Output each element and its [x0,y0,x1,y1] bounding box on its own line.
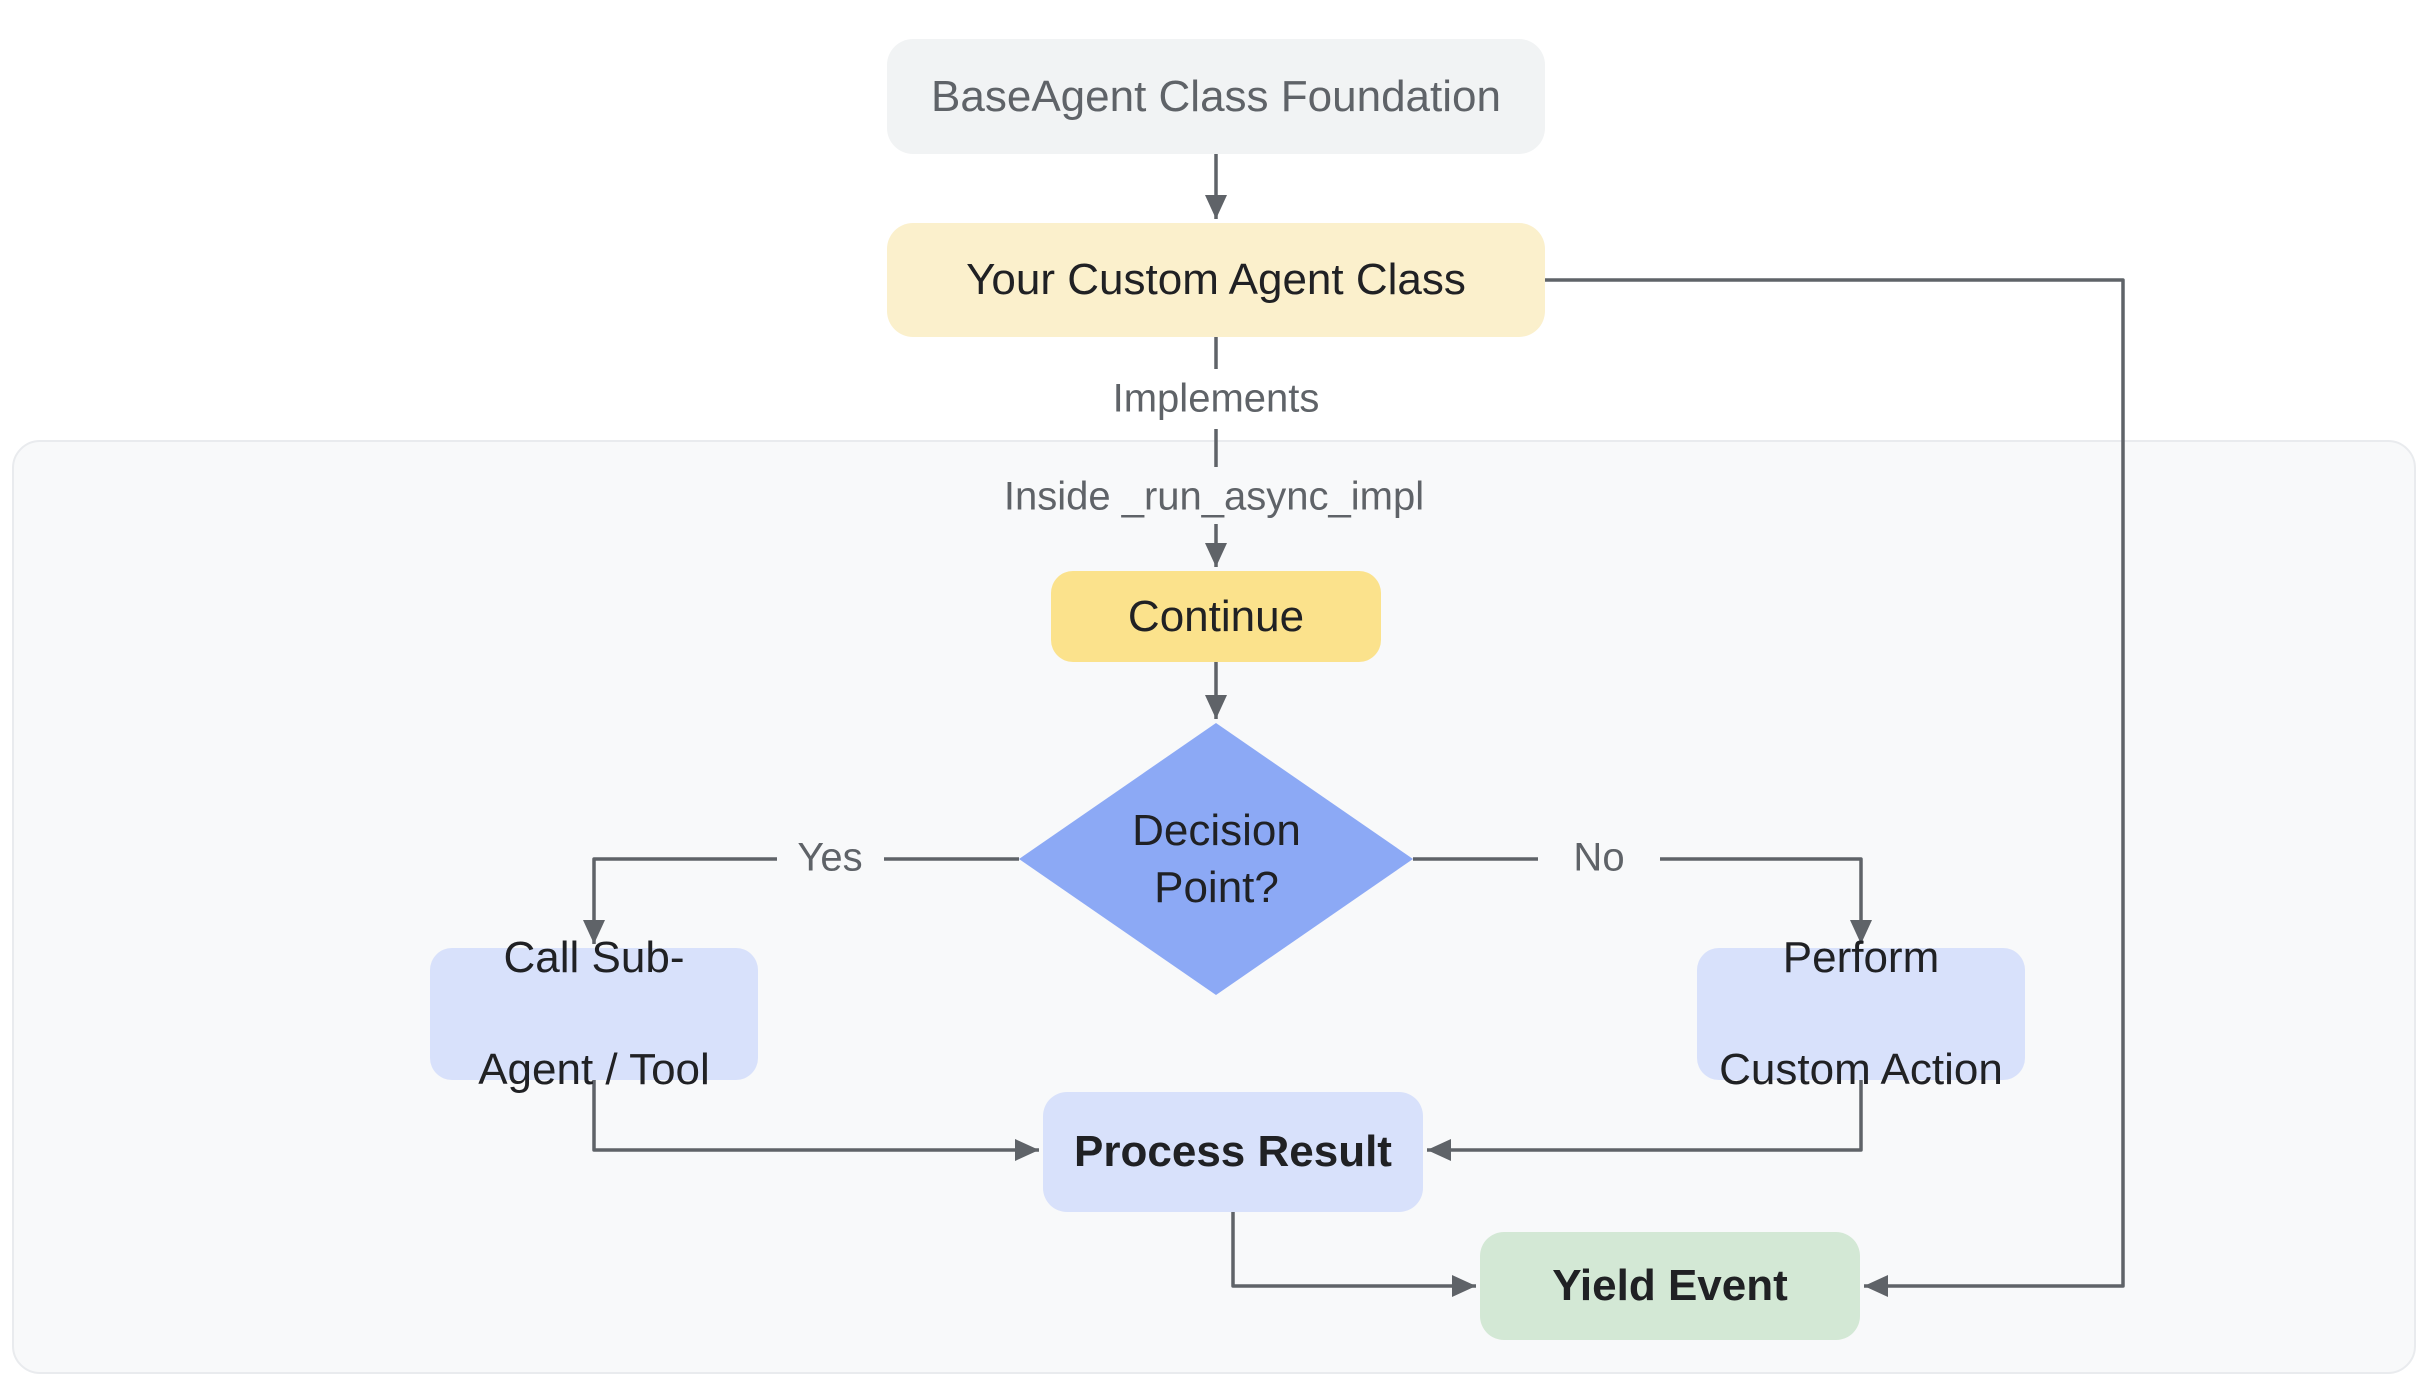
decision-diamond-shape [1019,723,1413,995]
edge-process-to-yield [1231,1212,1476,1297]
node-process-result: Process Result [1043,1092,1423,1212]
perform-custom-action-label: Perform Custom Action [1719,930,2003,1098]
call-sub-agent-label: Call Sub- Agent / Tool [478,930,710,1098]
node-baseagent-foundation: BaseAgent Class Foundation [887,39,1545,154]
edge-decision-yes-seg2 [583,857,777,944]
edge-label-inside-run-async-impl: Inside _run_async_impl [1003,474,1425,519]
node-process-result-label: Process Result [1074,1127,1392,1176]
node-yield-event: Yield Event [1480,1232,1860,1340]
edge-custom-to-yield-loop [1545,278,2125,1297]
call-sub-line-1: Call Sub- [503,933,685,982]
perform-line-1: Perform [1782,933,1940,982]
edge-label-yes: Yes [797,835,863,880]
node-perform-custom-action: Perform Custom Action [1697,933,2025,1094]
node-continue: Continue [1051,571,1381,662]
edge-callsub-to-process [592,1080,1039,1161]
perform-line-2: Custom Action [1719,1045,2003,1094]
edge-label-no: No [1573,835,1625,880]
node-custom-agent-class: Your Custom Agent Class [887,223,1545,337]
call-sub-line-2: Agent / Tool [478,1045,710,1094]
decision-line-1: Decision [1132,806,1301,855]
node-decision-point-label: Decision Point? [1019,791,1414,927]
node-continue-label: Continue [1127,591,1305,641]
edge-perform-to-process [1427,1080,1863,1161]
node-baseagent-label: BaseAgent Class Foundation [931,71,1501,121]
node-custom-agent-label: Your Custom Agent Class [966,255,1466,304]
edge-label-implements: Implements [1112,376,1320,421]
node-call-sub-agent-tool: Call Sub- Agent / Tool [430,933,758,1094]
edge-decision-no-seg2 [1660,857,1872,944]
decision-line-2: Point? [1154,863,1279,912]
node-yield-event-label: Yield Event [1552,1261,1788,1310]
